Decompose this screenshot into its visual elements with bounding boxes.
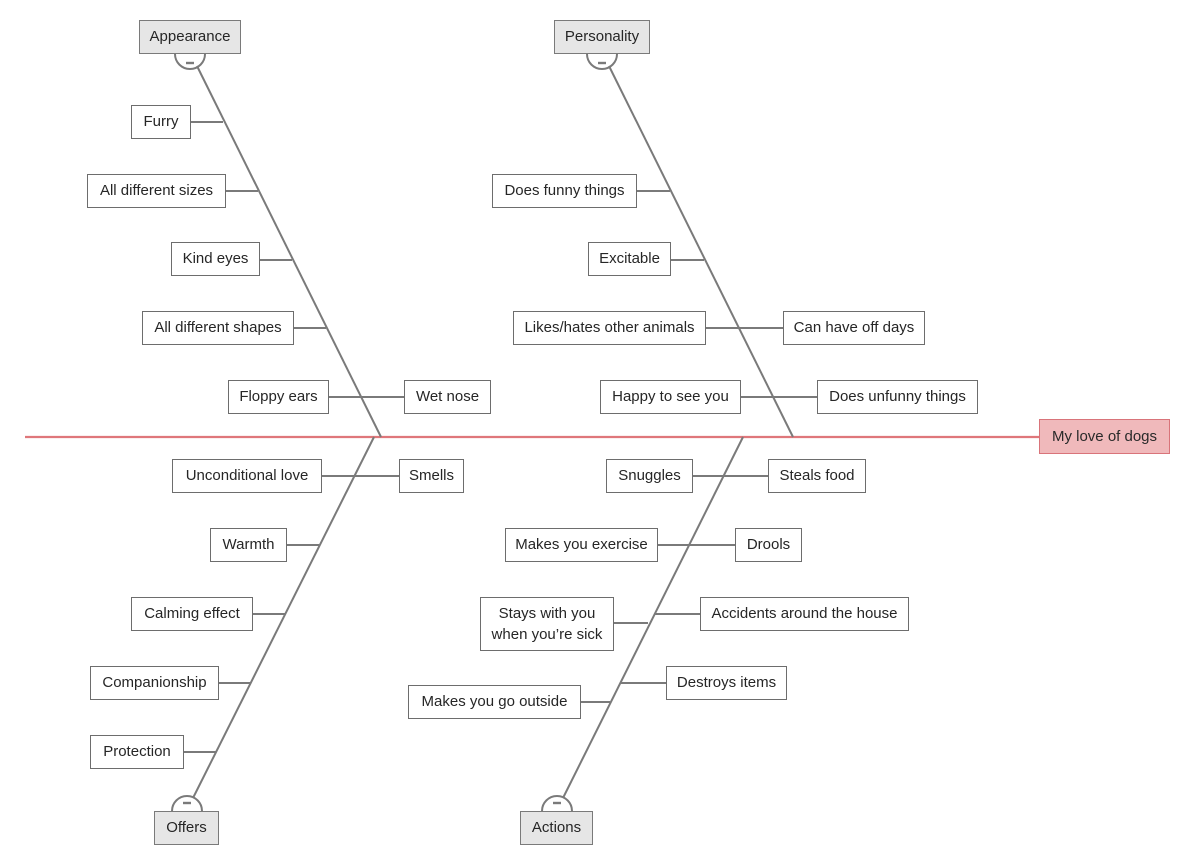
cause-protection[interactable]: Protection: [90, 735, 184, 769]
cause-kind-eyes[interactable]: Kind eyes: [171, 242, 260, 276]
cause-smells[interactable]: Smells: [399, 459, 464, 493]
bone-actions: [541, 436, 768, 812]
bone-offers: [171, 436, 399, 812]
cause-snuggles[interactable]: Snuggles: [606, 459, 693, 493]
cause-makes-you-go-outside[interactable]: Makes you go outside: [408, 685, 581, 719]
cause-stays-with-you-when-sick[interactable]: Stays with you when you’re sick: [480, 597, 614, 651]
category-personality[interactable]: Personality: [554, 20, 650, 54]
cause-destroys-items[interactable]: Destroys items: [666, 666, 787, 700]
cause-does-funny-things[interactable]: Does funny things: [492, 174, 637, 208]
category-actions[interactable]: Actions: [520, 811, 593, 845]
cause-wet-nose[interactable]: Wet nose: [404, 380, 491, 414]
cause-excitable[interactable]: Excitable: [588, 242, 671, 276]
cause-steals-food[interactable]: Steals food: [768, 459, 866, 493]
cause-makes-you-exercise[interactable]: Makes you exercise: [505, 528, 658, 562]
cause-all-different-sizes[interactable]: All different sizes: [87, 174, 226, 208]
cause-unconditional-love[interactable]: Unconditional love: [172, 459, 322, 493]
cause-all-different-shapes[interactable]: All different shapes: [142, 311, 294, 345]
effect-box[interactable]: My love of dogs: [1039, 419, 1170, 454]
cause-likes-hates-other-animals[interactable]: Likes/hates other animals: [513, 311, 706, 345]
cause-calming-effect[interactable]: Calming effect: [131, 597, 253, 631]
cause-drools[interactable]: Drools: [735, 528, 802, 562]
cause-happy-to-see-you[interactable]: Happy to see you: [600, 380, 741, 414]
cause-does-unfunny-things[interactable]: Does unfunny things: [817, 380, 978, 414]
cause-furry[interactable]: Furry: [131, 105, 191, 139]
cause-accidents-around-the-house[interactable]: Accidents around the house: [700, 597, 909, 631]
cause-companionship[interactable]: Companionship: [90, 666, 219, 700]
cause-warmth[interactable]: Warmth: [210, 528, 287, 562]
category-offers[interactable]: Offers: [154, 811, 219, 845]
category-appearance[interactable]: Appearance: [139, 20, 241, 54]
cause-can-have-off-days[interactable]: Can have off days: [783, 311, 925, 345]
cause-floppy-ears[interactable]: Floppy ears: [228, 380, 329, 414]
bone-appearance: [174, 53, 404, 438]
bone-personality: [586, 53, 817, 438]
